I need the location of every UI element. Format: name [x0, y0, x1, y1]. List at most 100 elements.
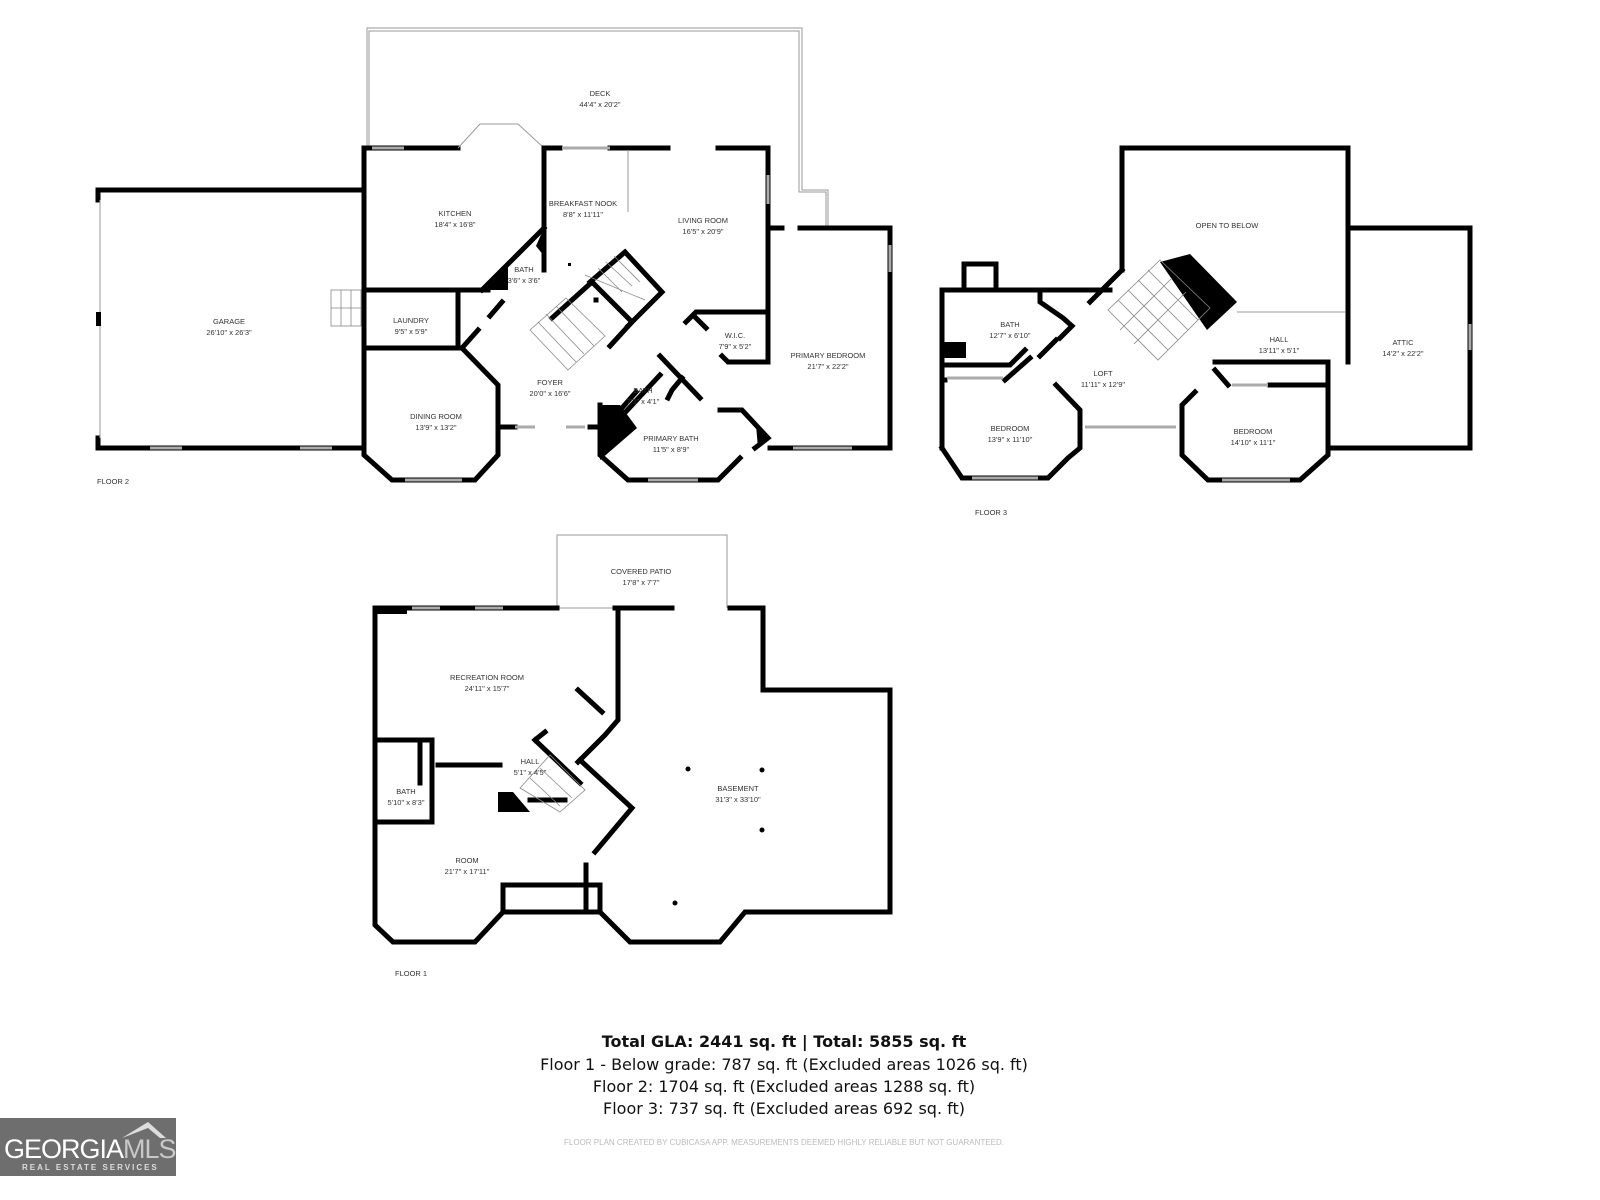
- disclaimer: FLOOR PLAN CREATED BY CUBICASA APP. MEAS…: [564, 1138, 1004, 1147]
- primary-bath-bay-wall: [597, 402, 744, 483]
- room-name: DINING ROOM: [410, 412, 462, 421]
- room-name: LOFT: [1093, 369, 1113, 378]
- room-size: 5'10" x 8'3": [388, 798, 425, 807]
- stair-enclosure-wall: [500, 756, 636, 915]
- garage-post: [96, 312, 101, 326]
- floor-label: FLOOR 2: [97, 477, 129, 486]
- left-bedroom-wall: [938, 381, 1083, 481]
- room-size: 9'5" x 5'9": [395, 327, 428, 336]
- laundry-diagonal-wall: [458, 298, 506, 352]
- wic-wall: [682, 309, 771, 365]
- stair-void: [498, 792, 530, 812]
- bath-fixture: [942, 342, 966, 358]
- room-size: 13'11" x 5'1": [1259, 346, 1300, 355]
- fixture-dot: [568, 263, 571, 266]
- floor-1-exterior-wall: [372, 605, 893, 945]
- floor-3-labels: OPEN TO BELOW BATH 12'7" x 6'10" HALL 13…: [975, 221, 1424, 517]
- column: [685, 766, 691, 772]
- column: [672, 900, 678, 906]
- tub-fixture: [600, 405, 637, 460]
- room-size: 5'1" x 4'5": [514, 768, 547, 777]
- floor-label: FLOOR 1: [395, 969, 427, 978]
- deck-outline: [366, 27, 829, 228]
- dining-room-wall: [361, 344, 501, 483]
- room-size: 11'11" x 12'9": [1081, 380, 1126, 389]
- column: [759, 827, 765, 833]
- floor-2-labels: DECK 44'4" x 20'2" KITCHEN 18'4" x 16'8"…: [97, 89, 865, 486]
- garage-stairs: [330, 289, 362, 327]
- recreation-room-wall: [531, 605, 621, 787]
- room-name: GARAGE: [213, 317, 245, 326]
- room-size: 24'11" x 15'7": [465, 684, 510, 693]
- room-size: 14'2" x 22'2": [1382, 349, 1423, 358]
- room-size: 8'8" x 11'11": [563, 210, 603, 219]
- room-name: BREAKFAST NOOK: [549, 199, 617, 208]
- room-name: COVERED PATIO: [611, 567, 672, 576]
- deck-outline-inner: [368, 30, 827, 228]
- room-size: 14'10" x 11'1": [1231, 438, 1276, 447]
- room-name: BEDROOM: [1234, 427, 1273, 436]
- stair-void: [1160, 254, 1237, 330]
- upper-bath-wall: [939, 261, 1113, 451]
- covered-patio-outline: [556, 534, 728, 608]
- upper-stairs: [1107, 259, 1211, 361]
- main-stairs: [529, 248, 666, 371]
- room-name: HALL: [521, 757, 540, 766]
- room-size: 31'3" x 33'10": [715, 795, 761, 804]
- primary-bedroom-wall: [765, 225, 893, 451]
- room-size: 16'5" x 20'9": [682, 227, 723, 236]
- room-name: PRIMARY BEDROOM: [791, 351, 866, 360]
- open-to-below-wall: [1119, 145, 1351, 273]
- room-name: BATH: [396, 787, 415, 796]
- room-size: 13'9" x 11'10": [988, 435, 1033, 444]
- breakfast-living-top-wall: [541, 145, 771, 315]
- room-name: W.I.C.: [725, 331, 745, 340]
- room-size: 11'5" x 8'9": [653, 445, 690, 454]
- room-name: BATH: [633, 386, 652, 395]
- room-size: 44'4" x 20'2": [579, 100, 620, 109]
- basement-columns: [672, 766, 765, 906]
- hall-wall: [372, 737, 503, 825]
- wall-post: [373, 606, 407, 614]
- room-name: HALL: [1270, 335, 1289, 344]
- kitchen-bay-window: [457, 123, 545, 149]
- floor-1-plan: [372, 534, 893, 945]
- floor-3-area: Floor 3: 737 sq. ft (Excluded areas 692 …: [603, 1099, 965, 1118]
- room-name: ROOM: [455, 856, 478, 865]
- logo-subtitle: REAL ESTATE SERVICES: [22, 1163, 159, 1172]
- room-name: BASEMENT: [717, 784, 759, 793]
- room-name: BATH: [1000, 320, 1019, 329]
- room-size: 21'7" x 22'2": [807, 362, 848, 371]
- attic-wall: [1212, 225, 1473, 451]
- room-name: ATTIC: [1392, 338, 1414, 347]
- room-size: 17'8" x 7'7": [623, 578, 660, 587]
- room-size: 21'7" x 17'11": [445, 867, 490, 876]
- room-size: 7'3" x 4'1": [627, 397, 660, 406]
- room-name: FOYER: [537, 378, 563, 387]
- logo-main-text: GEORGIA: [4, 1134, 124, 1164]
- room-name: LAUNDRY: [393, 316, 429, 325]
- room-name: BEDROOM: [991, 424, 1030, 433]
- logo-wordmark: GEORGIAMLS: [4, 1134, 177, 1165]
- lower-stairs: [519, 754, 586, 813]
- room-name: BATH: [514, 265, 533, 274]
- room-name: PRIMARY BATH: [643, 434, 698, 443]
- room-size: 7'9" x 5'2": [719, 342, 752, 351]
- total-area-title: Total GLA: 2441 sq. ft | Total: 5855 sq.…: [601, 1032, 967, 1051]
- laundry-wall: [361, 287, 491, 351]
- garage-wall: [95, 187, 367, 451]
- georgia-mls-logo: GEORGIAMLS REAL ESTATE SERVICES: [0, 1118, 177, 1176]
- roof-icon: [122, 1122, 166, 1138]
- bath-bottom-wall: [939, 346, 1034, 384]
- room-size: 20'0" x 16'6": [529, 389, 570, 398]
- floor-label: FLOOR 3: [975, 508, 1007, 517]
- floor-1-area: Floor 1 - Below grade: 787 sq. ft (Exclu…: [540, 1055, 1028, 1074]
- primary-bath-wall: [616, 352, 772, 452]
- room-size: 12'7" x 6'10": [989, 331, 1030, 340]
- room-name: KITCHEN: [439, 209, 472, 218]
- logo-accent-text: MLS: [123, 1134, 177, 1164]
- counter-fixture: [756, 425, 768, 448]
- room-size: 26'10" x 26'3": [206, 328, 252, 337]
- room-name: RECREATION ROOM: [450, 673, 524, 682]
